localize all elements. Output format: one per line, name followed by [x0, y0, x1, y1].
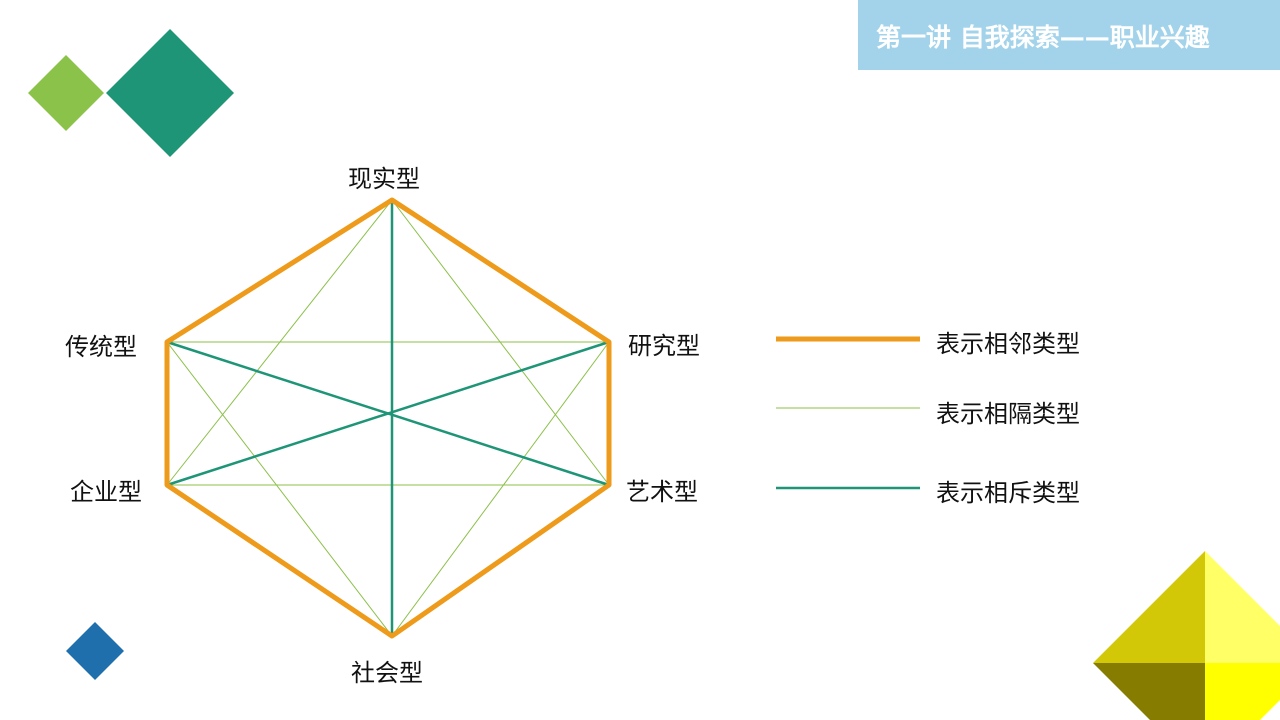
adjacent-hexagon	[164, 197, 612, 639]
diamond-light-green	[28, 55, 104, 131]
diamond-yellow	[1093, 551, 1280, 720]
node-realistic: 现实型	[348, 165, 420, 193]
legend-separated-label: 表示相隔类型	[936, 400, 1080, 428]
slide-title: 第一讲 自我探索——职业兴趣	[858, 0, 1280, 70]
legend-adjacent-label: 表示相邻类型	[936, 330, 1080, 358]
node-enterprising: 企业型	[70, 478, 142, 506]
opposite-lines	[166, 200, 610, 636]
diamond-dark-green	[106, 29, 234, 157]
node-conventional: 传统型	[65, 333, 137, 361]
node-social: 社会型	[351, 659, 423, 687]
separated-lines	[166, 199, 610, 637]
node-investigative: 研究型	[628, 332, 700, 360]
diamond-blue	[66, 622, 124, 680]
node-artistic: 艺术型	[626, 478, 698, 506]
legend-opposite-label: 表示相斥类型	[936, 479, 1080, 507]
